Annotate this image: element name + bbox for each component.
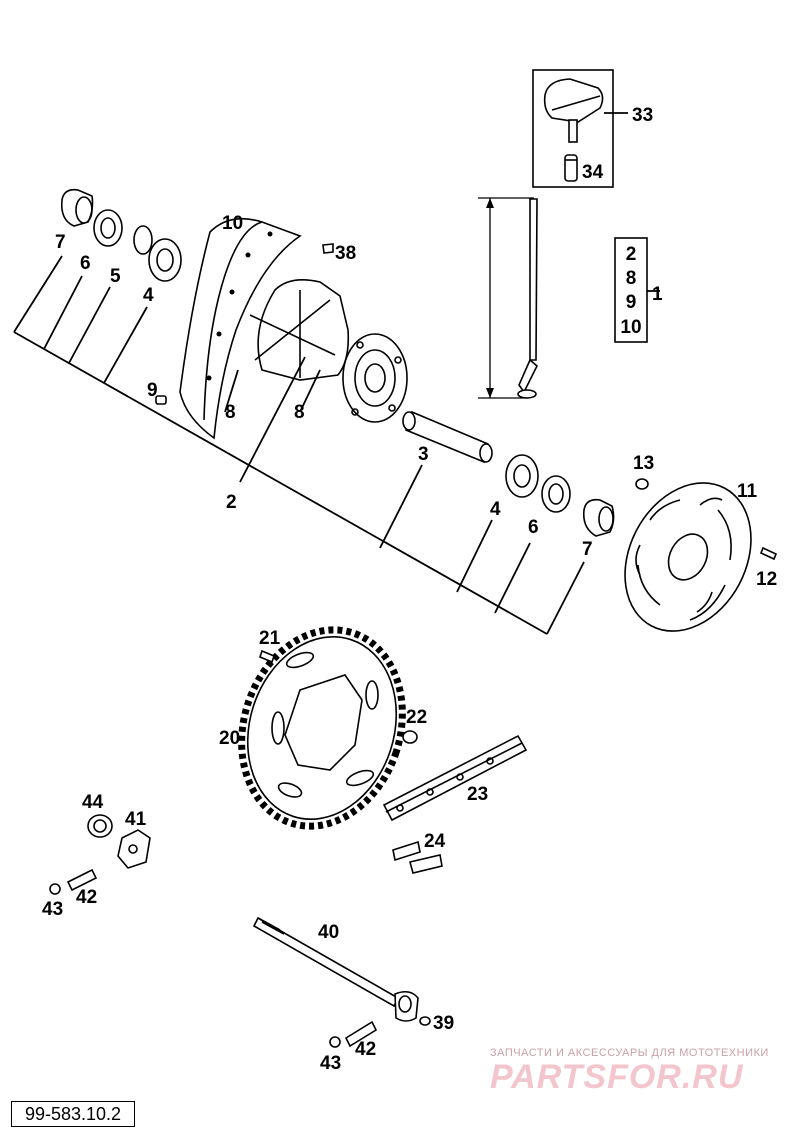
label-42-lower: 42 — [355, 1039, 376, 1060]
label-39: 39 — [433, 1013, 454, 1034]
label-8-right: 8 — [294, 402, 305, 423]
axle — [252, 916, 431, 1048]
kit-item-2: 2 — [626, 244, 637, 265]
spoke-dimension — [478, 197, 538, 399]
part-labels: 1 2 3 4 4 5 6 6 7 7 8 8 9 10 11 12 13 20… — [42, 105, 777, 1074]
kit-box — [614, 237, 660, 343]
label-40: 40 — [318, 922, 339, 943]
label-6-left: 6 — [80, 253, 91, 274]
label-38: 38 — [335, 243, 356, 264]
watermark-brand: PARTSFOR.RU — [490, 1058, 744, 1096]
label-7-right: 7 — [582, 539, 593, 560]
chain — [382, 734, 528, 874]
left-bearing-stack — [60, 188, 182, 282]
label-22: 22 — [406, 707, 427, 728]
axle-spacer — [402, 410, 493, 464]
leader-lines — [13, 255, 585, 635]
label-4-left: 4 — [143, 285, 154, 306]
adjuster-upper — [49, 814, 151, 895]
kit-item-8: 8 — [626, 268, 637, 289]
sprocket — [238, 626, 418, 830]
label-5: 5 — [110, 266, 121, 287]
label-23: 23 — [467, 784, 488, 805]
label-7-left: 7 — [55, 232, 66, 253]
label-3: 3 — [418, 444, 429, 465]
label-43-upper: 43 — [42, 899, 63, 920]
brake-disc — [624, 478, 778, 632]
label-9: 9 — [147, 380, 158, 401]
label-13: 13 — [633, 453, 654, 474]
kit-item-10: 10 — [620, 317, 641, 338]
label-44: 44 — [82, 792, 104, 813]
kit-box-numbers: 2 8 9 10 — [620, 244, 641, 338]
right-bearing-stack — [505, 454, 615, 537]
label-41: 41 — [125, 809, 147, 830]
label-12: 12 — [756, 569, 777, 590]
label-11: 11 — [737, 481, 758, 502]
watermark: ЗАПЧАСТИ И АКСЕССУАРЫ ДЛЯ МОТОТЕХНИКИ PA… — [490, 1047, 769, 1096]
small-parts-upper — [155, 243, 334, 405]
hub — [249, 279, 408, 423]
label-21: 21 — [259, 628, 281, 649]
watermark-tagline: ЗАПЧАСТИ И АКСЕССУАРЫ ДЛЯ МОТОТЕХНИКИ — [490, 1047, 769, 1059]
label-10: 10 — [222, 213, 243, 234]
label-6-right: 6 — [528, 517, 539, 538]
label-20: 20 — [219, 728, 240, 749]
label-42-upper: 42 — [76, 887, 97, 908]
label-2: 2 — [226, 492, 237, 513]
label-8-left: 8 — [225, 402, 236, 423]
kit-item-9: 9 — [626, 292, 637, 313]
label-33: 33 — [632, 105, 653, 126]
rim — [179, 217, 302, 440]
label-34: 34 — [582, 162, 604, 183]
label-24: 24 — [424, 831, 446, 852]
label-1: 1 — [652, 284, 663, 305]
valve-group — [532, 69, 628, 188]
drawing-code: 99-583.10.2 — [11, 1101, 135, 1127]
label-4-right: 4 — [490, 499, 501, 520]
label-43-lower: 43 — [320, 1053, 341, 1074]
